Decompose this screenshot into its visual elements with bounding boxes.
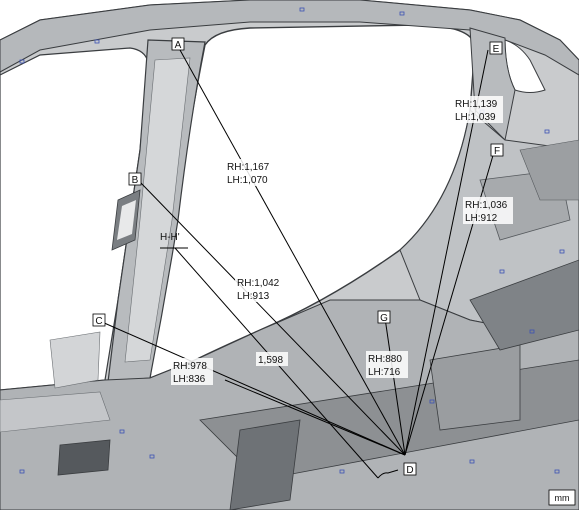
svg-text:RH:978: RH:978 (173, 361, 207, 372)
measurement-f: RH:1,036 LH:912 (463, 197, 513, 224)
point-label-e: E (489, 41, 503, 55)
leader-c-lower (224, 379, 406, 456)
point-label-g: G (377, 310, 391, 324)
svg-text:RH:1,036: RH:1,036 (465, 200, 508, 211)
point-label-a: A (171, 37, 185, 51)
leader-a (179, 49, 406, 456)
svg-text:D: D (406, 465, 413, 476)
svg-text:LH:913: LH:913 (237, 291, 270, 302)
svg-text:LH:912: LH:912 (465, 213, 498, 224)
svg-text:RH:1,042: RH:1,042 (237, 278, 280, 289)
leader-h-tick (377, 469, 399, 479)
svg-text:RH:880: RH:880 (368, 354, 402, 365)
svg-text:1,598: 1,598 (258, 355, 283, 366)
point-label-f: F (490, 143, 504, 157)
point-label-b: B (128, 172, 142, 186)
floor-structure (0, 299, 579, 510)
leader-g (384, 317, 406, 456)
unit-indicator: mm (548, 489, 576, 506)
svg-text:H-H': H-H' (160, 232, 180, 243)
svg-text:RH:1,139: RH:1,139 (455, 99, 498, 110)
svg-text:RH:1,167: RH:1,167 (227, 162, 270, 173)
svg-text:A: A (175, 40, 182, 51)
svg-text:LH:1,039: LH:1,039 (455, 112, 496, 123)
point-label-c: C (92, 313, 106, 327)
point-label-h: H-H' (160, 232, 180, 243)
svg-text:F: F (494, 146, 500, 157)
svg-text:mm: mm (555, 493, 570, 503)
svg-text:E: E (493, 44, 500, 55)
roof-rail (0, 0, 579, 76)
svg-text:LH:716: LH:716 (368, 367, 401, 378)
leader-b (139, 181, 406, 456)
point-label-d: D (403, 462, 417, 476)
measurement-b: RH:1,042 LH:913 (235, 275, 285, 302)
svg-text:LH:836: LH:836 (173, 374, 206, 385)
leader-c (101, 321, 406, 456)
measurement-e: RH:1,139 LH:1,039 (453, 96, 503, 123)
svg-text:G: G (380, 313, 388, 324)
measurement-a: RH:1,167 LH:1,070 (225, 159, 275, 186)
svg-text:B: B (132, 175, 139, 186)
svg-text:C: C (95, 316, 102, 327)
measurement-h: 1,598 (256, 352, 288, 366)
measurement-g: RH:880 LH:716 (366, 351, 408, 378)
svg-text:LH:1,070: LH:1,070 (227, 175, 268, 186)
measurement-c: RH:978 LH:836 (171, 358, 213, 385)
